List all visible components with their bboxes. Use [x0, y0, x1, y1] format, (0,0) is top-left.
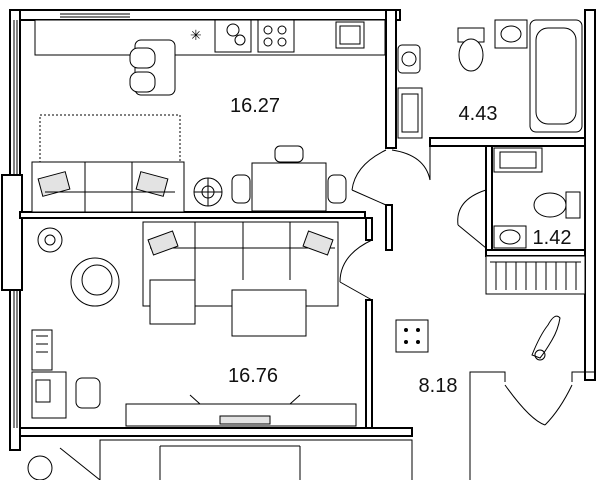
svg-text:✳: ✳: [190, 28, 202, 44]
area-label-hallway: 8.18: [419, 375, 458, 397]
toilet-fixtures: [457, 147, 581, 249]
kitchen-sofa: [31, 114, 185, 213]
electrical-panel: [395, 319, 429, 353]
left-window: [13, 20, 18, 428]
interior-walls: [19, 9, 586, 429]
kitchen-counter: [34, 19, 386, 96]
outer-walls: [1, 9, 596, 480]
plant-icon-2: [37, 227, 63, 253]
desk-area: [31, 329, 101, 419]
dog-icon: [531, 315, 561, 361]
area-label-kitchen-living: 16.27: [230, 95, 280, 117]
kitchen-appliances: ✳: [190, 19, 365, 53]
balcony: [27, 439, 413, 480]
kitchen-door: [351, 138, 431, 206]
bedroom-door: [339, 239, 373, 301]
bedroom-sofa: [142, 221, 339, 337]
bathroom-fixtures: [397, 19, 583, 139]
tv-unit: [125, 394, 357, 427]
wardrobe: [485, 255, 586, 295]
area-label-bedroom: 16.76: [228, 365, 278, 387]
entrance-door: [504, 384, 573, 426]
area-label-bathroom: 4.43: [459, 103, 498, 125]
dining-table: [231, 145, 347, 212]
armchair: [70, 257, 120, 307]
area-label-toilet: 1.42: [533, 227, 572, 249]
plant-icon: [193, 177, 223, 207]
